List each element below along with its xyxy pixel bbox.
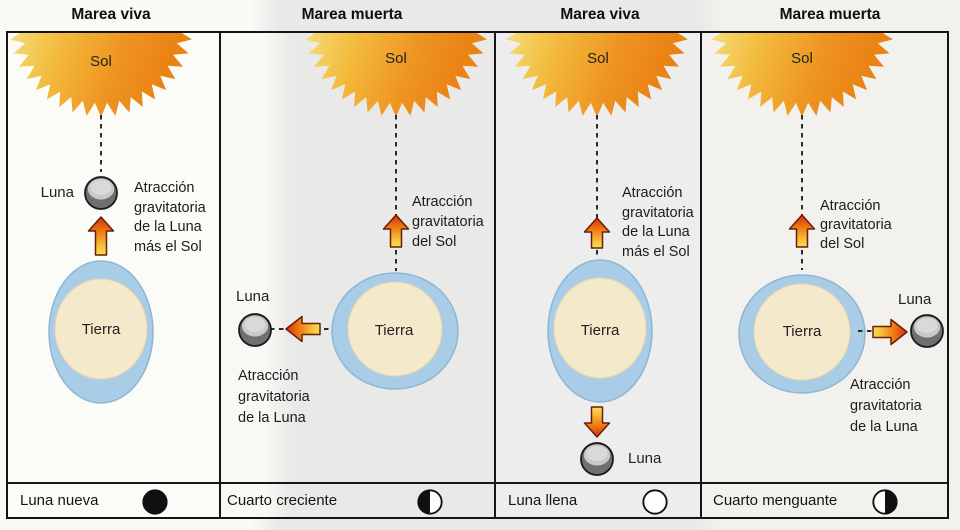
gravity-arrow-up-icon [788,214,816,248]
force-caption-line: gravitatoria [412,214,484,230]
moon-label: Luna [628,450,662,467]
earth-label: Tierra [782,323,822,340]
moon-phase-icon-first-quarter [417,489,443,515]
force-caption-line: del Sol [412,234,457,250]
gravity-arrow-up-icon [87,216,115,256]
force-caption-line: de la Luna [622,224,690,240]
force-caption-line: gravitatoria [238,389,310,405]
column-title-neap-tide-2: Marea muerta [779,6,881,23]
force-caption-line: Atracción [850,377,911,393]
moon-force-caption: Atracción gravitatoria de la Luna [850,375,922,438]
force-caption-line: gravitatoria [820,217,892,233]
moon-phase-icon-new [142,489,168,515]
force-caption-line: gravitatoria [850,398,922,414]
phase-label-first-quarter: Cuarto creciente [227,492,338,509]
sun-earth-axis-dashes [801,115,803,270]
sun-force-caption: Atracción gravitatoria del Sol [412,192,484,252]
panel-divider [700,33,702,517]
gravity-arrow-right-icon [872,318,908,346]
moon-icon [84,176,118,210]
phase-label-full-moon: Luna llena [508,492,578,509]
moon-label: Luna [40,184,74,201]
force-caption-line: Atracción [820,198,881,214]
force-caption-line: Atracción [622,185,683,201]
gravity-arrow-down-icon [583,406,611,438]
force-caption-line: de la Luna [134,219,202,235]
force-caption-line: del Sol [820,236,865,252]
gravity-arrow-up-icon [382,214,410,248]
phase-label-last-quarter: Cuarto menguante [713,492,838,509]
sun-icon [711,33,893,117]
earth-icon [331,272,459,390]
sun-icon [305,33,487,117]
force-caption-line: más el Sol [134,238,202,255]
moon-icon [580,442,614,476]
force-caption-line: de la Luna [850,419,918,435]
sun-label: Sol [90,53,112,70]
force-caption-line: gravitatoria [622,204,694,221]
sun-label: Sol [587,50,609,67]
column-title-neap-tide-1: Marea muerta [301,6,403,23]
force-caption-line: más el Sol [622,243,690,260]
panel-divider [494,33,496,517]
gravity-arrow-up-icon [583,217,611,249]
force-caption: Atracción gravitatoria de la Luna más el… [622,184,694,262]
moon-phase-icon-full [642,489,668,515]
sun-moon-axis-dashes [100,115,102,172]
force-caption-line: Atracción [412,194,473,210]
earth-moon-axis-dashes [858,330,876,332]
sun-earth-axis-dashes [596,115,598,258]
sun-label: Sol [385,50,407,67]
column-title-spring-tide-2: Marea viva [560,6,640,23]
diagram-content: Sol Luna Atracción gravitatoria de la Lu… [8,33,947,482]
earth-icon [547,259,653,403]
sun-earth-axis-dashes [395,115,397,271]
moon-label: Luna [236,288,270,305]
diagram-frame: Sol Luna Atracción gravitatoria de la Lu… [6,31,949,519]
force-caption-line: de la Luna [238,410,306,426]
force-caption-line: gravitatoria [134,199,206,216]
force-caption-line: Atracción [238,368,299,384]
panel-bg-4 [701,33,947,517]
force-caption-line: Atracción [134,180,195,196]
earth-label: Tierra [81,321,121,338]
sun-icon [506,33,688,117]
gravity-arrow-left-icon [285,315,321,343]
panel-bg-2 [220,33,494,517]
moon-force-caption: Atracción gravitatoria de la Luna [238,366,310,429]
earth-label: Tierra [374,322,414,339]
legend-separator-line [8,482,947,484]
column-title-spring-tide-1: Marea viva [71,6,151,23]
sun-icon [10,33,192,117]
moon-icon [910,314,944,348]
earth-icon [48,260,154,404]
moon-label: Luna [898,291,932,308]
legend-row: Luna nueva Cuarto creciente Luna llena C… [8,484,947,517]
panel-divider [219,33,221,517]
phase-label-new-moon: Luna nueva [20,492,99,509]
moon-phase-icon-last-quarter [872,489,898,515]
force-caption: Atracción gravitatoria de la Luna más el… [134,179,206,257]
sun-force-caption: Atracción gravitatoria del Sol [820,197,892,254]
earth-label: Tierra [580,322,620,339]
earth-icon [738,274,866,394]
sun-label: Sol [791,50,813,67]
moon-icon [238,313,272,347]
